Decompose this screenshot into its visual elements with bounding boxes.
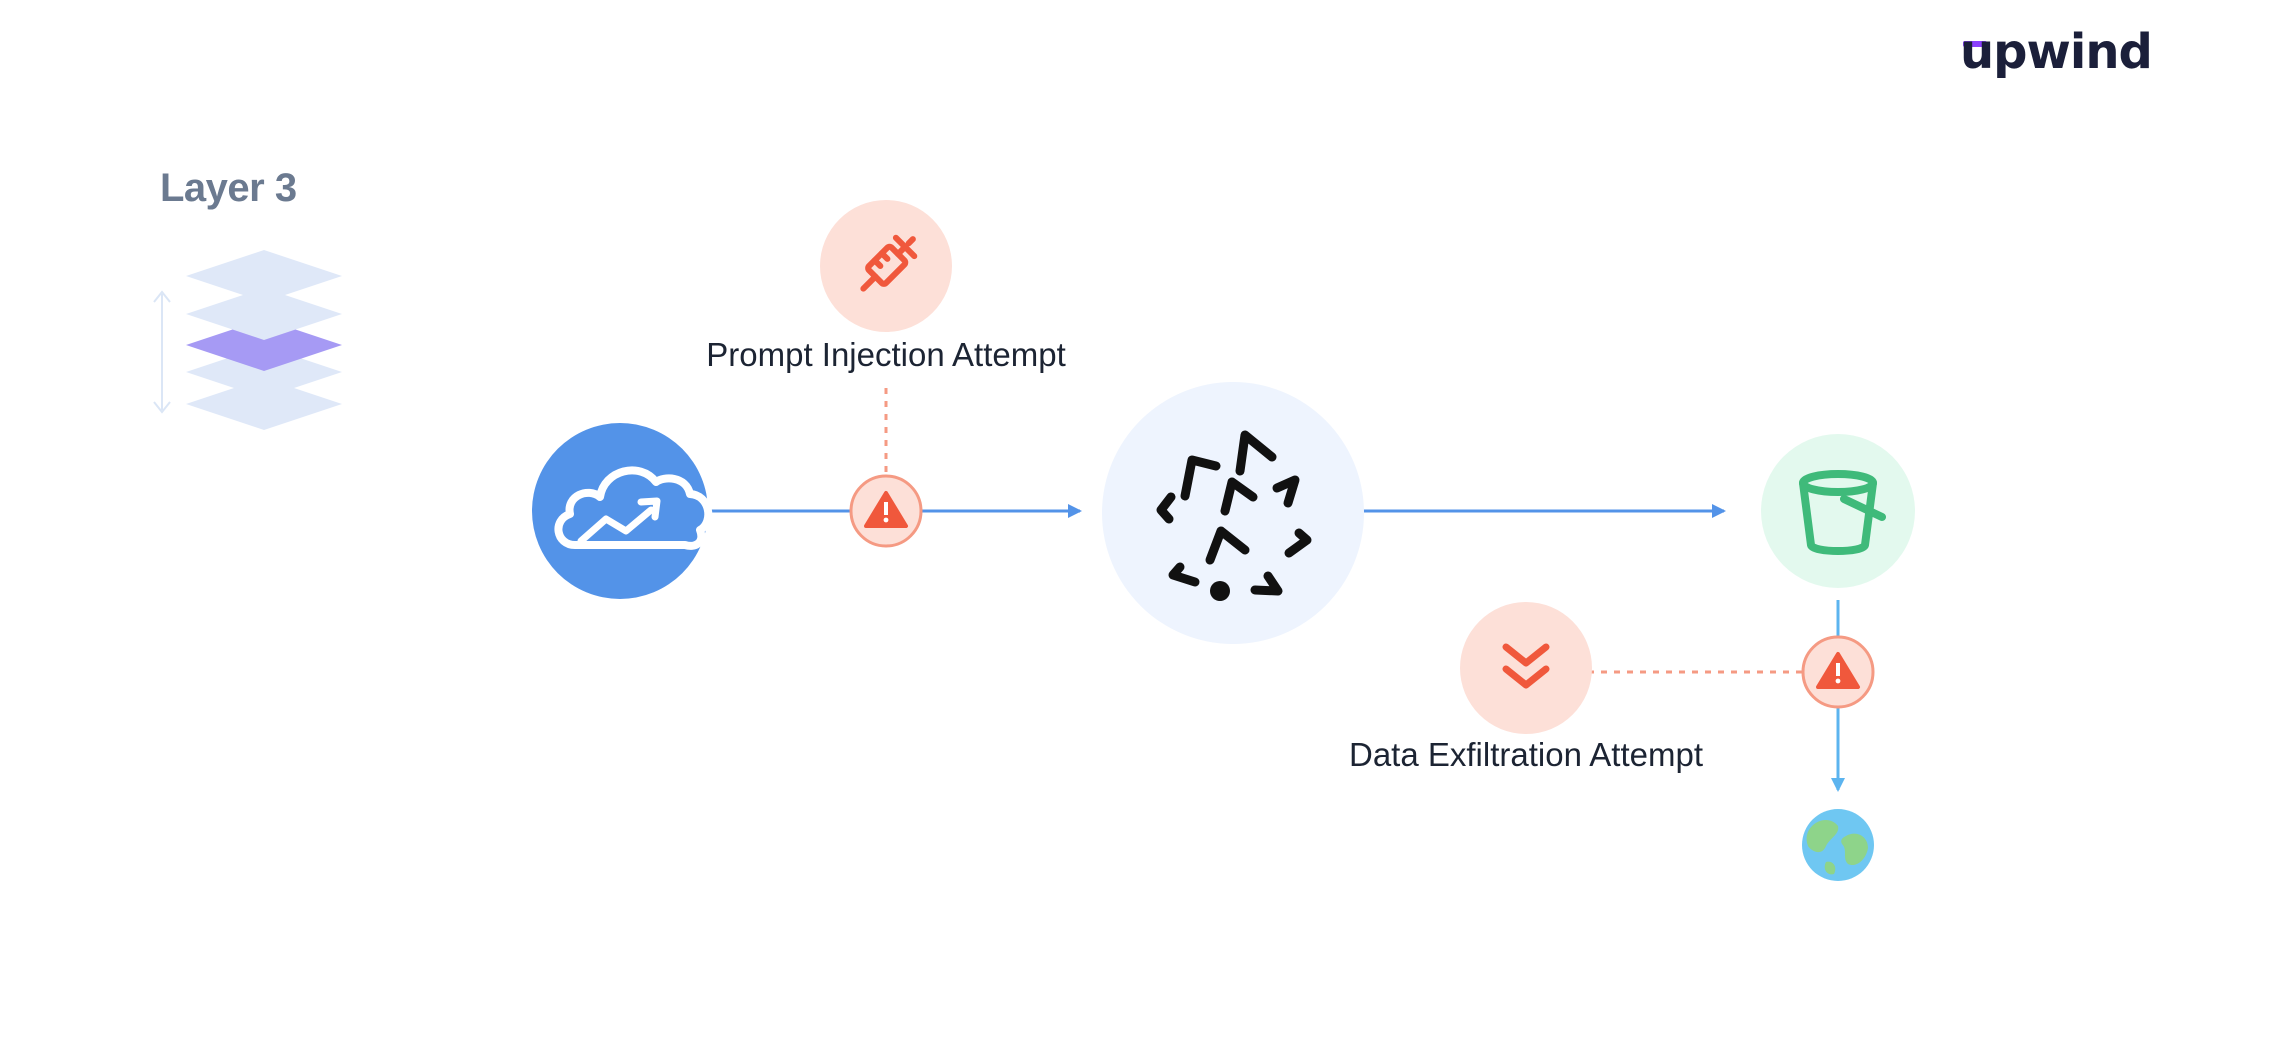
double-chevron-down-icon [1460,602,1592,734]
upwind-logo: upwind [1960,24,2153,80]
layer-title: Layer 3 [160,166,297,210]
injection-label: Prompt Injection Attempt [706,336,1066,373]
cloud-analytics-icon [532,423,713,599]
scatter-arrows-icon [1102,382,1364,644]
globe-icon [1802,809,1874,881]
exfiltration-alert-icon [1801,635,1875,709]
logo-accent-bar [1963,41,1987,47]
syringe-icon [820,200,952,332]
injection-alert-icon [849,474,923,548]
bucket-icon [1761,434,1915,588]
layer-stack-icon [153,250,342,430]
exfiltration-label: Data Exfiltration Attempt [1349,736,1703,773]
